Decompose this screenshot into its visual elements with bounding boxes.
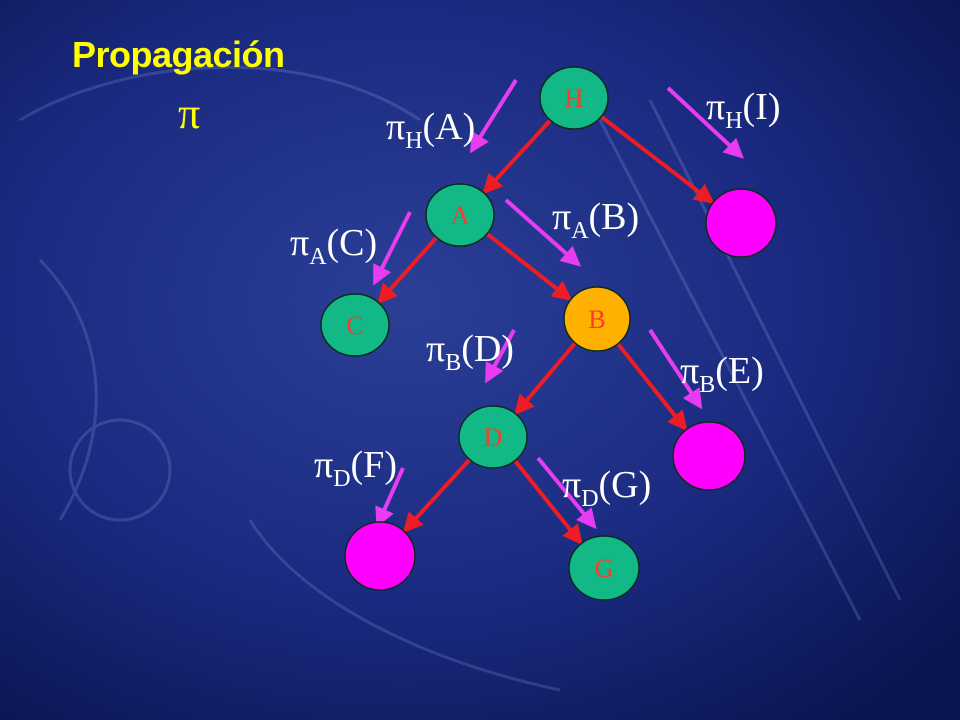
message-arrow-d-g [536,456,597,530]
edge-a-b [484,230,573,301]
message-argument: (A) [422,106,476,148]
edge-h-a [482,117,554,195]
node-shape [568,535,640,601]
node-shape [672,421,746,491]
nodes-layer: H A C B D G [320,66,777,601]
node-shape [458,405,528,469]
message-subscript: D [333,466,351,492]
message-argument: (E) [715,350,764,392]
message-subscript: H [405,128,423,154]
message-label-pi-b-e: πB(E) [680,350,764,397]
message-arrow-d-f [375,467,405,528]
message-arrow-b-e [648,328,703,410]
node-i [705,188,777,258]
node-shape [320,293,390,357]
message-label-pi-h-i: πH(I) [706,86,781,133]
message-subscript: B [699,372,716,398]
node-shape [705,188,777,258]
message-label-pi-b-d: πB(D) [426,328,514,375]
node-h: H [539,66,609,130]
message-label-pi-a-c: πA(C) [290,222,378,269]
message-arrow-a-c [373,211,412,286]
message-label-pi-d-g: πD(G) [562,464,652,511]
message-argument: (I) [742,86,781,128]
message-symbol: π [552,196,572,238]
slide-title: Propagación [72,34,285,75]
message-symbol: π [290,222,310,264]
node-label: B [588,305,605,334]
node-g: G [568,535,640,601]
node-label: G [595,554,614,583]
message-symbol: π [386,106,406,148]
message-symbol: π [680,350,700,392]
node-shape [344,521,416,591]
message-symbol: π [562,464,582,506]
message-argument: (F) [350,444,397,486]
message-argument: (D) [461,328,514,370]
message-symbol: π [314,444,334,486]
edge-h-i [598,113,715,204]
message-argument: (G) [598,464,652,506]
message-argument: (B) [588,196,640,238]
node-label: D [484,423,503,452]
node-c: C [320,293,390,357]
message-arrow-h-i [666,86,744,159]
message-symbol: π [706,86,726,128]
node-shape [425,183,495,247]
message-arrow-h-a [469,78,518,154]
message-label-pi-d-f: πD(F) [314,444,397,491]
message-subscript: A [309,244,327,270]
edges-layer [377,113,715,546]
edge-b-d [514,340,579,416]
edge-a-c [377,234,440,305]
message-subscript: B [445,350,462,376]
edge-b-e [615,340,688,432]
node-label: C [346,311,363,340]
message-label-pi-h-a: πH(A) [386,106,476,153]
background-decoration [19,65,902,692]
message-arrow-a-b [504,198,581,267]
edge-d-g [512,457,583,546]
title-pi-symbol: π [178,89,201,138]
node-a: A [425,183,495,247]
message-argument: (C) [326,222,378,264]
node-label: A [451,201,470,230]
node-shape [563,286,631,352]
node-f [344,521,416,591]
node-b: B [563,286,631,352]
message-label-pi-a-b: πA(B) [552,196,640,243]
node-shape [539,66,609,130]
node-label: H [565,84,584,113]
node-e [672,421,746,491]
message-subscript: D [581,486,599,512]
message-subscript: H [725,108,743,134]
message-arrow-b-d [485,329,516,384]
message-arrows-layer [373,78,744,530]
edge-d-f [402,456,473,533]
node-d: D [458,405,528,469]
message-symbol: π [426,328,446,370]
message-subscript: A [571,218,589,244]
